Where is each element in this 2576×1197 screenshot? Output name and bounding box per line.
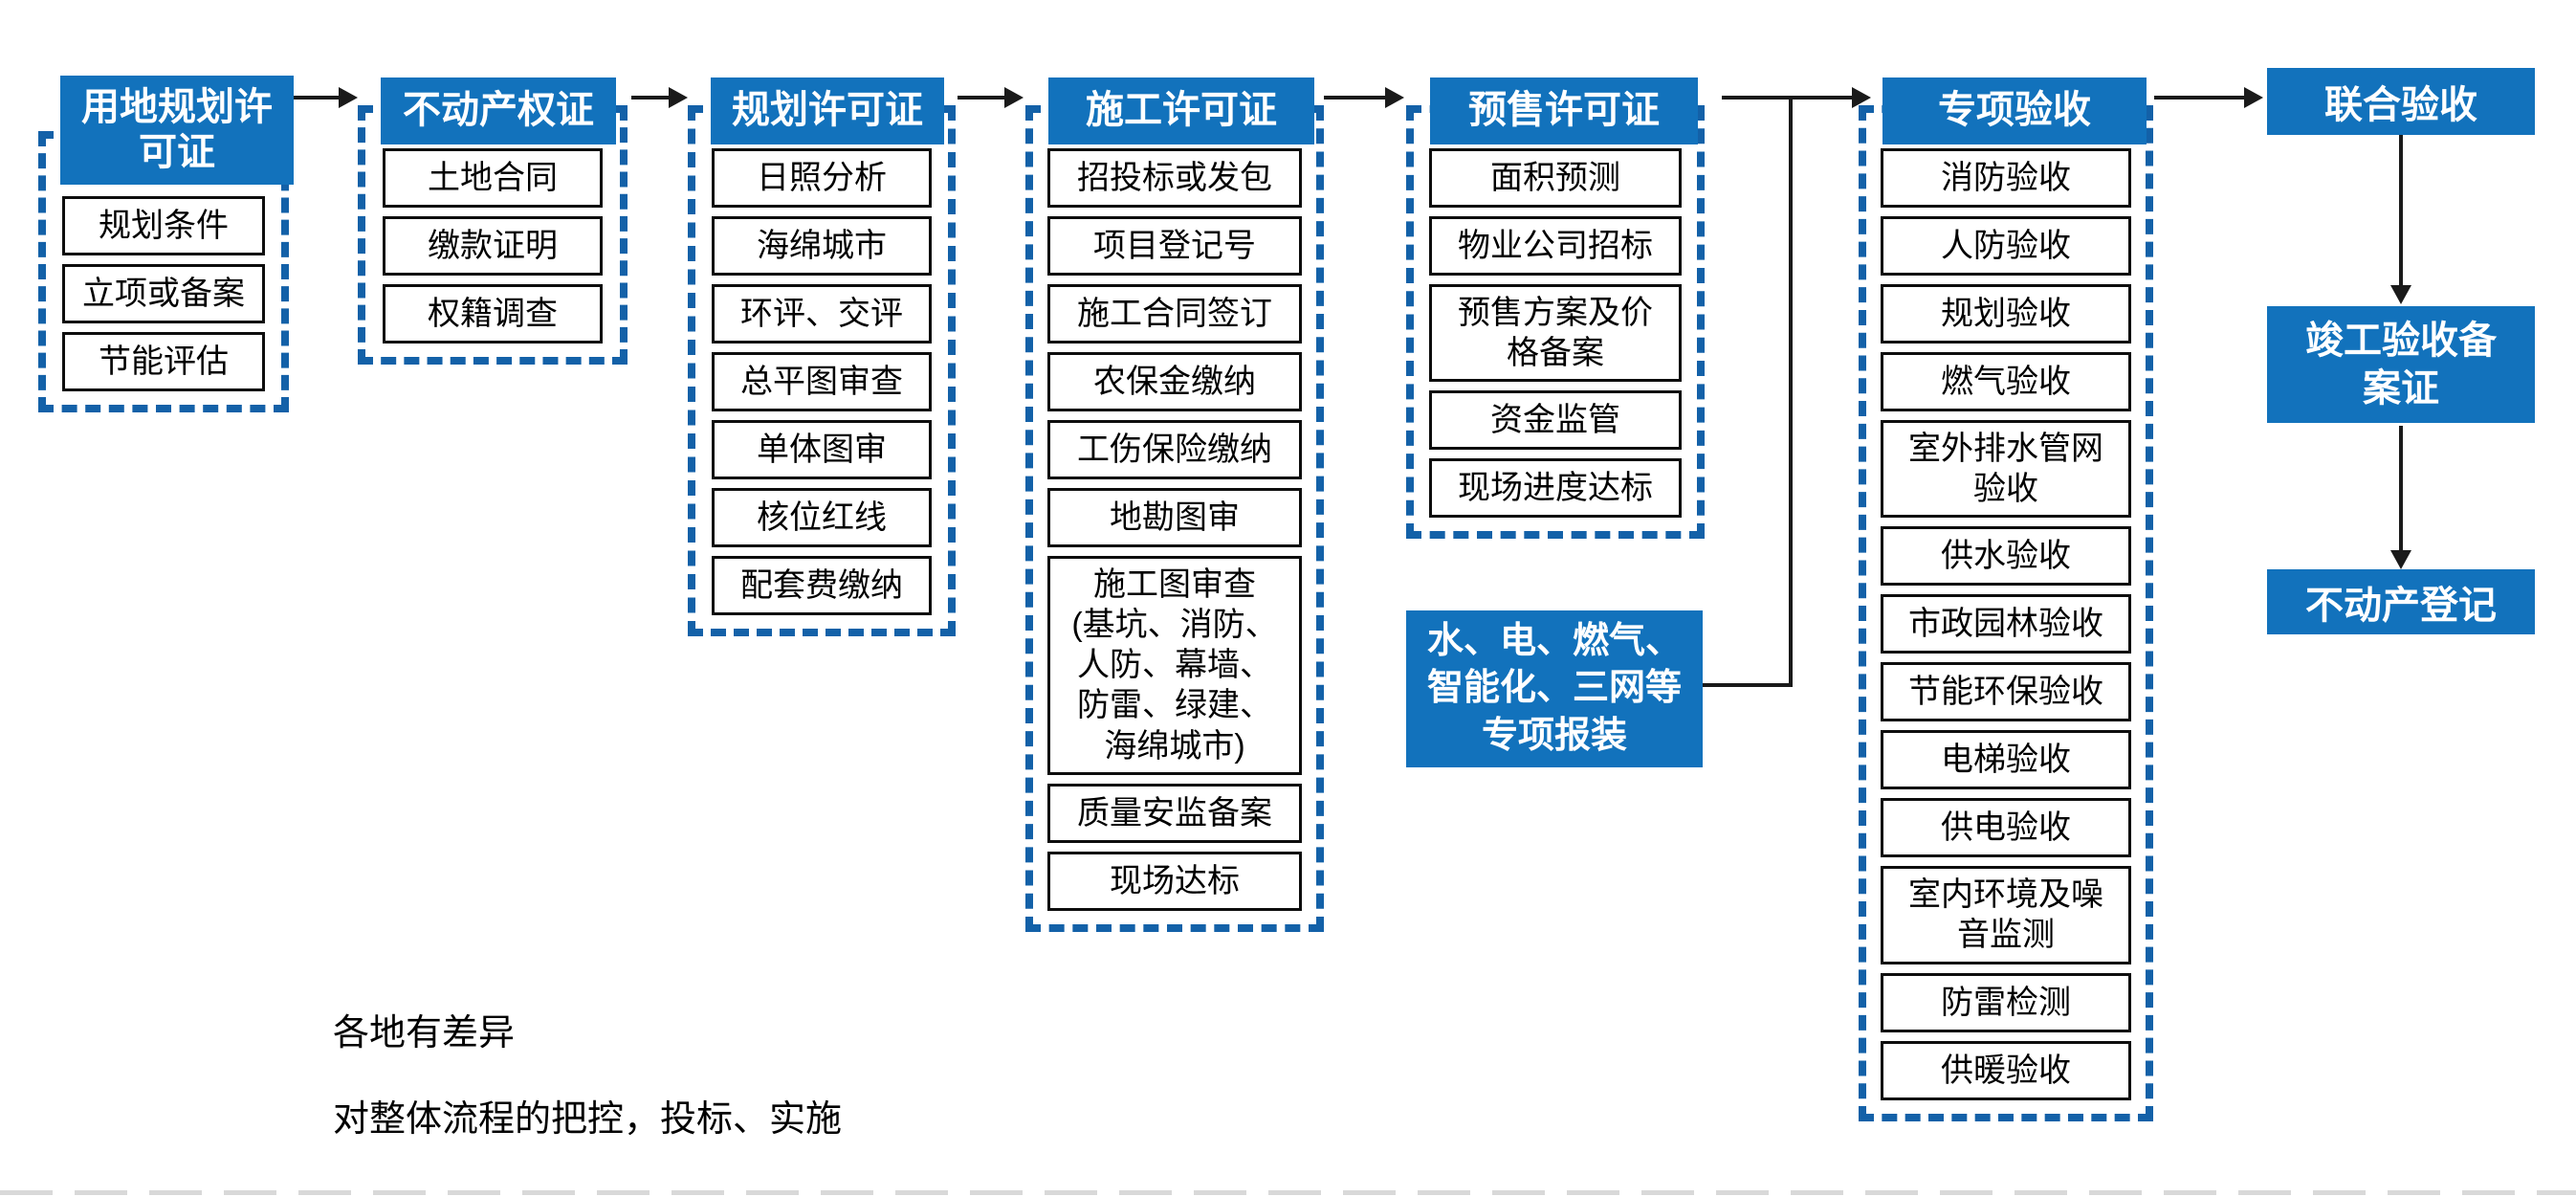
utility-connector-horizontal-line — [1703, 683, 1793, 687]
process-item: 供电验收 — [1881, 798, 2131, 858]
joint-acceptance-box: 联合验收 — [2267, 68, 2535, 135]
completion-filing-box: 竣工验收备 案证 — [2267, 306, 2535, 423]
utility-hookup-box: 水、电、燃气、 智能化、三网等 专项报装 — [1406, 610, 1703, 767]
stage-property-certificate-items: 土地合同缴款证明权籍调查 — [365, 113, 620, 357]
stage-planning-permit: 规划许可证 日照分析海绵城市环评、交评总平图审查单体图审核位红线配套费缴纳 — [688, 78, 956, 636]
process-item: 面积预测 — [1429, 148, 1682, 208]
process-item: 施工图审查 (基坑、消防、 人防、幕墙、 防雷、绿建、 海绵城市) — [1047, 556, 1302, 775]
process-item: 市政园林验收 — [1881, 594, 2131, 654]
process-item: 供水验收 — [1881, 526, 2131, 587]
stage-special-acceptance-header: 专项验收 — [1882, 78, 2147, 144]
stage-presale-permit: 预售许可证 面积预测物业公司招标预售方案及价 格备案资金监管现场进度达标 — [1406, 78, 1705, 540]
stage-property-certificate-header: 不动产权证 — [381, 78, 616, 144]
stage-land-use-permit: 用地规划许 可证 规划条件立项或备案节能评估 — [38, 76, 294, 412]
bottom-dashed-divider — [0, 1190, 2576, 1195]
process-item: 项目登记号 — [1047, 216, 1302, 276]
process-item: 室内环境及噪 音监测 — [1881, 866, 2131, 964]
arrow-joint-acceptance-to-completion-icon — [2390, 135, 2411, 304]
process-item: 核位红线 — [712, 488, 932, 547]
process-item: 农保金缴纳 — [1047, 352, 1302, 411]
stage-land-use-permit-items: 规划条件立项或备案节能评估 — [46, 139, 281, 405]
process-item: 单体图审 — [712, 420, 932, 479]
footnote-regional-difference: 各地有差异 — [333, 1013, 516, 1053]
process-item: 日照分析 — [712, 148, 932, 208]
process-item: 节能评估 — [62, 332, 265, 391]
stage-construction-permit-header: 施工许可证 — [1048, 78, 1314, 144]
arrow-stage1-to-stage2-icon — [293, 87, 358, 108]
process-item: 配套费缴纳 — [712, 556, 932, 615]
stage-land-use-permit-header: 用地规划许 可证 — [60, 76, 294, 185]
stage-special-acceptance: 专项验收 消防验收人防验收规划验收燃气验收室外排水管网 验收供水验收市政园林验收… — [1859, 78, 2153, 1121]
arrow-stage5-to-stage6-icon — [1722, 87, 1871, 108]
process-item: 预售方案及价 格备案 — [1429, 284, 1682, 383]
process-item: 规划条件 — [62, 196, 265, 255]
process-item: 现场进度达标 — [1429, 458, 1682, 519]
process-item: 权籍调查 — [383, 284, 603, 344]
footnote-overall-process: 对整体流程的把控，投标、实施 — [333, 1099, 843, 1140]
stage-property-certificate: 不动产权证 土地合同缴款证明权籍调查 — [358, 78, 627, 365]
process-item: 立项或备案 — [62, 264, 265, 323]
process-item: 燃气验收 — [1881, 352, 2131, 411]
stage-construction-permit: 施工许可证 招投标或发包项目登记号施工合同签订农保金缴纳工伤保险缴纳地勘图审施工… — [1025, 78, 1324, 932]
process-item: 室外排水管网 验收 — [1881, 420, 2131, 519]
stage-presale-permit-items: 面积预测物业公司招标预售方案及价 格备案资金监管现场进度达标 — [1414, 113, 1697, 531]
process-item: 供暖验收 — [1881, 1040, 2131, 1100]
process-item: 人防验收 — [1881, 216, 2131, 276]
arrow-stage2-to-stage3-icon — [631, 87, 688, 108]
process-item: 招投标或发包 — [1047, 148, 1302, 208]
stage-planning-permit-header: 规划许可证 — [711, 78, 944, 144]
process-item: 施工合同签订 — [1047, 284, 1302, 344]
real-estate-registration-box: 不动产登记 — [2267, 569, 2535, 634]
arrow-stage3-to-stage4-icon — [958, 87, 1024, 108]
process-item: 资金监管 — [1429, 390, 1682, 451]
process-item: 消防验收 — [1881, 148, 2131, 208]
process-item: 防雷检测 — [1881, 972, 2131, 1032]
process-item: 总平图审查 — [712, 352, 932, 411]
process-item: 物业公司招标 — [1429, 216, 1682, 276]
process-item: 环评、交评 — [712, 284, 932, 344]
utility-connector-vertical-line — [1789, 98, 1793, 687]
process-item: 现场达标 — [1047, 851, 1302, 911]
process-item: 海绵城市 — [712, 216, 932, 276]
arrow-stage4-to-stage5-icon — [1324, 87, 1404, 108]
process-item: 节能环保验收 — [1881, 662, 2131, 722]
stage-construction-permit-items: 招投标或发包项目登记号施工合同签订农保金缴纳工伤保险缴纳地勘图审施工图审查 (基… — [1033, 113, 1316, 924]
stage-planning-permit-items: 日照分析海绵城市环评、交评总平图审查单体图审核位红线配套费缴纳 — [695, 113, 948, 629]
process-item: 质量安监备案 — [1047, 783, 1302, 843]
process-item: 土地合同 — [383, 148, 603, 208]
process-item: 规划验收 — [1881, 284, 2131, 344]
process-item: 电梯验收 — [1881, 730, 2131, 790]
process-item: 缴款证明 — [383, 216, 603, 276]
process-item: 工伤保险缴纳 — [1047, 420, 1302, 479]
stage-special-acceptance-items: 消防验收人防验收规划验收燃气验收室外排水管网 验收供水验收市政园林验收节能环保验… — [1866, 113, 2146, 1114]
process-item: 地勘图审 — [1047, 488, 1302, 547]
arrow-completion-to-registration-icon — [2390, 426, 2411, 569]
stage-presale-permit-header: 预售许可证 — [1430, 78, 1698, 144]
arrow-stage6-to-joint-acceptance-icon — [2154, 87, 2263, 108]
